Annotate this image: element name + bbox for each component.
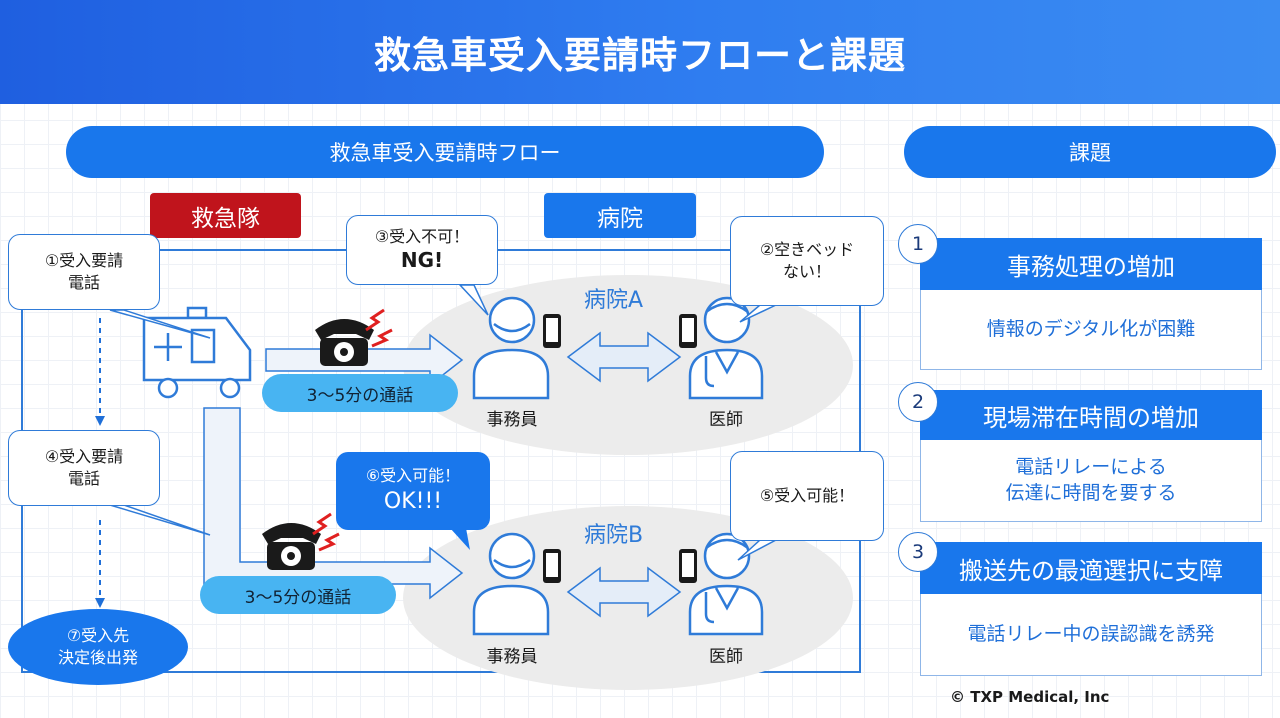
issue-1-body: 情報のデジタル化が困難 [920, 290, 1262, 370]
hospital-a-label: 病院A [584, 288, 644, 313]
issue-2-title: 現場滞在時間の増加 [920, 390, 1262, 440]
clerk-label-b: 事務員 [486, 647, 538, 667]
step-1-line-2: 電話 [67, 273, 100, 292]
step-6-line-2: OK!!! [383, 488, 443, 514]
hospital-b-label: 病院B [584, 523, 644, 548]
issue-1-number: 1 [898, 224, 938, 264]
step-4-line-1: ④受入要請 [44, 447, 124, 467]
hospital-tag: 病院 [544, 193, 696, 238]
clerk-person-icon-b [472, 532, 550, 636]
double-arrow-b [566, 566, 682, 618]
issue-2-body: 電話リレーによる 伝達に時間を要する [920, 440, 1262, 522]
header-banner: 救急車受入要請時フローと課題 [0, 0, 1280, 104]
issues-section-title: 課題 [904, 126, 1276, 178]
doctor-person-icon-b [688, 532, 764, 636]
doctor-label-a: 医師 [709, 410, 743, 430]
step-3-line-2: NG! [400, 248, 444, 273]
bubble-4-tail [109, 504, 211, 536]
issue-2-number: 2 [898, 382, 938, 422]
call-duration-a: 3〜5分の通話 [262, 374, 458, 412]
ems-tag: 救急隊 [150, 193, 301, 238]
step-4-bubble: ④受入要請 電話 [8, 430, 160, 506]
bubble-6-tail [450, 528, 470, 550]
step-7-bubble: ⑦受入先 決定後出発 [8, 609, 188, 685]
issue-2-line-1: 電話リレーによる [1015, 455, 1167, 478]
dashed-arrow-1-head [95, 416, 105, 426]
issue-3-number: 3 [898, 532, 938, 572]
issue-3-line-1: 電話リレー中の誤認識を誘発 [967, 622, 1215, 645]
step-7-line-2: 決定後出発 [57, 648, 138, 667]
clerk-person-icon-a [472, 296, 550, 400]
doctor-label-b: 医師 [709, 647, 743, 667]
copyright: © TXP Medical, Inc [950, 688, 1110, 706]
step-6-line-1: ⑥受入可能！ [365, 466, 461, 486]
bubble-1-tail [109, 309, 211, 339]
step-2-line-1: ②空きベッド [759, 240, 855, 260]
step-7-line-1: ⑦受入先 [66, 626, 130, 646]
double-arrow-a [566, 331, 682, 383]
issue-1-title: 事務処理の増加 [920, 238, 1262, 290]
issue-3-title: 搬送先の最適選択に支障 [920, 542, 1262, 594]
step-2-bubble: ②空きベッド ない！ [730, 216, 884, 306]
smartphone-icon-a1 [543, 314, 561, 348]
step-1-bubble: ①受入要請 電話 [8, 234, 160, 310]
step-6-bubble: ⑥受入可能！ OK!!! [336, 452, 490, 530]
telephone-icon-b [262, 512, 340, 570]
step-5-line-1: ⑤受入可能！ [759, 486, 855, 506]
dashed-arrow-2-head [95, 598, 105, 608]
step-2-line-2: ない！ [782, 262, 831, 281]
doctor-person-icon-a [688, 296, 764, 400]
flow-section-title: 救急車受入要請時フロー [66, 126, 824, 178]
issue-3-body: 電話リレー中の誤認識を誘発 [920, 594, 1262, 676]
smartphone-icon-a2 [679, 314, 697, 348]
telephone-icon-a [315, 308, 393, 366]
smartphone-icon-b1 [543, 549, 561, 583]
page-title: 救急車受入要請時フローと課題 [374, 34, 906, 77]
call-duration-b: 3〜5分の通話 [200, 576, 396, 614]
step-1-line-1: ①受入要請 [44, 251, 124, 271]
step-3-bubble: ③受入不可！ NG! [346, 215, 498, 285]
smartphone-icon-b2 [679, 549, 697, 583]
issue-2-line-2: 伝達に時間を要する [1005, 481, 1177, 504]
step-5-bubble: ⑤受入可能！ [730, 451, 884, 541]
issue-1-line-1: 情報のデジタル化が困難 [986, 317, 1196, 340]
bubble-3-tail [458, 284, 489, 316]
clerk-label-a: 事務員 [486, 410, 538, 430]
step-3-line-1: ③受入不可！ [374, 226, 470, 246]
step-4-line-2: 電話 [67, 469, 100, 488]
